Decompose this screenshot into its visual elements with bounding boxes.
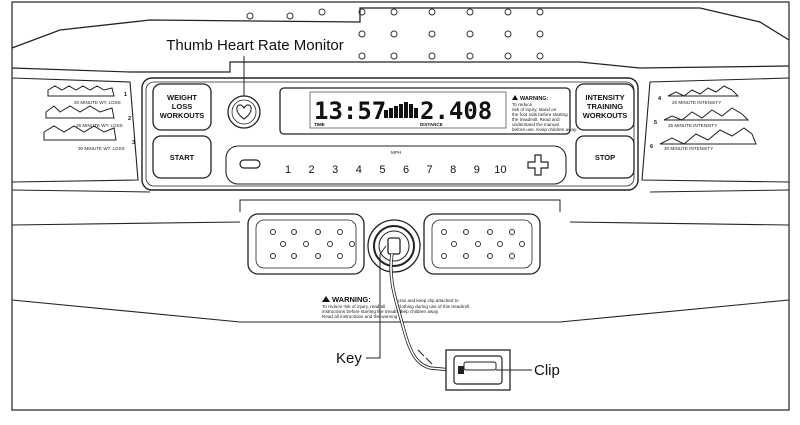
mph-label: MPH [391,150,401,155]
start-label: START [170,153,195,162]
right-workout-4-number: 4 [658,96,662,102]
right-workout-profiles [659,85,757,145]
intensity-training-workouts-button[interactable]: INTENSITY TRAINING WORKOUTS [575,83,635,131]
intensity-line-3: WORKOUTS [583,111,628,120]
lower-warning-right-1: Use and keep clip attached to [398,298,459,303]
weight-loss-line-2: LOSS [172,102,192,111]
console-display: 13:57 2.408 TIME DISTANCE WARNING: To re… [279,87,577,135]
key-icon [387,237,401,255]
display-warning-line-3: the foot rails before starting [512,112,568,117]
display-warning-title: WARNING: [520,96,549,102]
start-button[interactable]: START [152,135,212,179]
console-upper-edge [11,7,790,49]
left-workout-profiles [43,85,117,141]
speed-key-9[interactable]: 9 [474,164,480,176]
lower-warning-left-2: instructions before starting the treadmi… [322,309,403,314]
display-warning-line-2: risk of injury, stand on [512,107,557,112]
console-panel-edge [11,61,790,73]
distance-value: 2.408 [420,97,492,125]
speed-decrease-key[interactable] [239,159,261,169]
tether-break-marks [417,349,433,365]
speed-key-4[interactable]: 4 [356,164,362,176]
right-workout-wing [641,77,790,183]
console-lower-edge-right [569,221,790,226]
speed-key-1[interactable]: 1 [285,164,291,176]
stop-button[interactable]: STOP [575,135,635,179]
right-workout-6-number: 6 [650,144,653,150]
thumb-heart-rate-monitor-callout: Thumb Heart Rate Monitor [166,37,344,54]
time-label: TIME [314,122,325,127]
console-side-line-right [649,189,790,193]
safety-clip[interactable] [445,349,511,391]
time-value: 13:57 [314,97,386,125]
left-workout-3-label: 30 MINUTE WT. LOSS [78,146,125,151]
left-workout-1-number: 1 [124,92,127,98]
weight-loss-line-1: WEIGHT [167,93,197,102]
key-callout: Key [336,350,362,367]
tether-cord-inner [390,253,453,371]
right-workout-4-label: 20 MINUTE INTENSITY [672,100,721,105]
weight-loss-workouts-button[interactable]: WEIGHT LOSS WORKOUTS [152,83,212,131]
speed-increase-key[interactable] [527,154,549,176]
left-workout-2-label: 25 MINUTE WT. LOSS [76,123,123,128]
console-lower-edge-left [11,221,241,226]
diagram-frame [11,1,790,411]
speed-number-keys: 1 2 3 4 5 6 7 8 9 10 [285,164,507,176]
lower-warning-right-3: Keep children away. [398,309,439,314]
intensity-line-2: TRAINING [587,102,623,111]
lower-warning-left-1: To reduce risk of injury, read all [322,304,385,309]
clip-eyelet-icon [458,366,464,374]
console-side-line-left [11,189,151,193]
key-leader [366,245,387,359]
speed-profile-bars-icon [384,102,418,118]
speed-key-3[interactable]: 3 [332,164,338,176]
lower-warning-right-2: clothing during use of this treadmill. [398,304,470,309]
tether-break-gap [416,349,434,365]
minus-icon [239,159,261,169]
clip-callout: Clip [534,362,560,379]
intensity-line-1: INTENSITY [585,93,624,102]
lower-warning-label: WARNING: To reduce risk of injury, read … [322,295,470,319]
speed-key-5[interactable]: 5 [379,164,385,176]
control-panel-inner [145,81,635,187]
speed-key-6[interactable]: 6 [403,164,409,176]
heart-icon [236,104,252,120]
left-workout-3-number: 3 [132,140,135,146]
speed-key-10[interactable]: 10 [494,164,506,176]
warning-triangle-icon [512,95,518,100]
left-workout-1-label: 20 MINUTE WT. LOSS [74,100,121,105]
lower-warning-left-3: Read all instructions and the warning [322,314,398,319]
lower-right-grille [423,213,541,275]
distance-label: DISTANCE [420,122,443,127]
left-workout-2-number: 2 [128,116,131,122]
console-base-edge [11,299,790,323]
lower-left-grille [247,213,365,275]
left-workout-wing [11,77,139,183]
speed-key-2[interactable]: 2 [309,164,315,176]
stop-label: STOP [595,153,615,162]
weight-loss-line-3: WORKOUTS [160,111,205,120]
plus-icon [527,154,549,176]
display-warning-line-6: before use. Keep children away. [512,127,577,132]
fan-grille-dots [246,8,544,60]
speed-key-strip [225,145,567,185]
display-warning-line-1: To reduce [512,102,533,107]
display-warning-line-4: the treadmill. Read and [512,117,560,122]
display-warning-line-5: understand the manual [512,122,559,127]
lower-panel-recess [239,199,561,212]
thumb-heart-rate-monitor[interactable] [227,95,261,129]
right-workout-5-number: 5 [654,120,657,126]
safety-key-slot[interactable] [367,219,421,273]
right-workout-5-label: 25 MINUTE INTENSITY [668,123,717,128]
speed-key-8[interactable]: 8 [450,164,456,176]
lower-warning-title: WARNING: [332,295,371,304]
lower-warning-triangle-icon [322,296,330,302]
speed-key-7[interactable]: 7 [427,164,433,176]
right-workout-6-label: 30 MINUTE INTENSITY [664,146,713,151]
